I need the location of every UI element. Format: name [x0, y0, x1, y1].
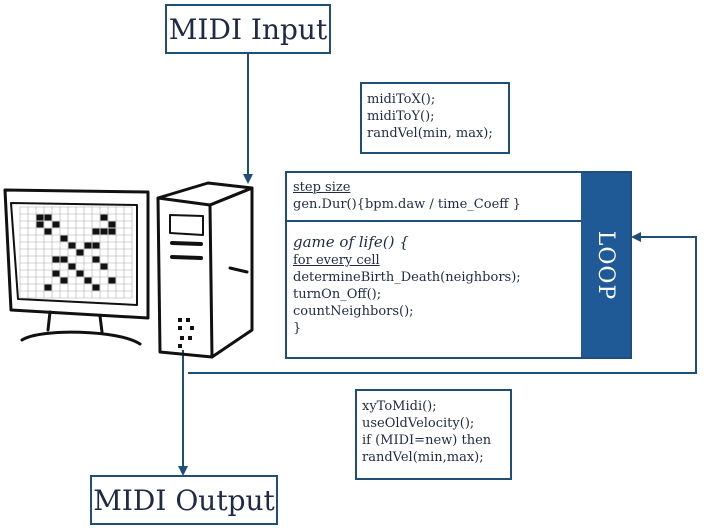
- grid-cell: [60, 277, 68, 284]
- output-func-line: if (MIDI=new) then: [362, 433, 492, 448]
- grid-cell: [76, 270, 84, 277]
- monitor-icon: [3, 188, 150, 346]
- loop-panel: step size gen.Dur(){bpm.daw / time_Coeff…: [285, 171, 632, 359]
- output-functions-box: xyToMidi(); useOldVelocity(); if (MIDI=n…: [355, 389, 512, 480]
- grid-cell: [36, 214, 44, 221]
- grid-cell: [44, 284, 52, 291]
- grid-cell: [100, 214, 108, 221]
- grid-cell: [108, 277, 116, 284]
- midi-output-label: MIDI Output: [93, 483, 275, 517]
- grid-cell: [92, 284, 100, 291]
- step-size-formula: gen.Dur(){bpm.daw / time_Coeff }: [293, 197, 521, 212]
- grid-cell: [68, 263, 76, 270]
- grid-cell: [84, 242, 92, 249]
- grid-cell: [44, 228, 52, 235]
- gol-header: game of life() {: [293, 233, 409, 251]
- grid-cell: [108, 221, 116, 228]
- gol-line: countNeighbors();: [293, 304, 414, 319]
- output-func-line: randVel(min,max);: [362, 450, 484, 465]
- grid-cell: [36, 221, 44, 228]
- loop-label: LOOP: [593, 230, 619, 300]
- step-size-section: step size gen.Dur(){bpm.daw / time_Coeff…: [287, 173, 581, 222]
- loop-back-path: [188, 232, 697, 374]
- grid-cell: [108, 228, 116, 235]
- game-of-life-section: game of life() { for every cell determin…: [287, 222, 581, 357]
- grid-cell: [60, 256, 68, 263]
- grid-cell: [92, 242, 100, 249]
- grid-cell: [60, 235, 68, 242]
- loop-band: LOOP: [581, 173, 630, 357]
- input-func-line: midiToY();: [367, 109, 435, 124]
- gol-line: determineBirth_Death(neighbors);: [293, 270, 521, 285]
- input-func-line: randVel(min, max);: [367, 126, 493, 141]
- input-functions-box: midiToX(); midiToY(); randVel(min, max);: [360, 82, 510, 154]
- gol-for-every: for every cell: [293, 253, 380, 268]
- output-func-line: useOldVelocity();: [362, 416, 475, 431]
- output-func-line: xyToMidi();: [362, 399, 437, 414]
- midi-output-box: MIDI Output: [90, 475, 278, 525]
- grid-cell: [52, 221, 60, 228]
- grid-cell: [100, 263, 108, 270]
- grid-cell: [52, 270, 60, 277]
- grid-cell: [100, 228, 108, 235]
- grid-cell: [76, 249, 84, 256]
- grid-cell: [52, 256, 60, 263]
- computer-tower-icon: [156, 181, 254, 359]
- grid-cell: [92, 228, 100, 235]
- gol-close: }: [293, 321, 302, 336]
- grid-cell: [44, 214, 52, 221]
- midi-input-label: MIDI Input: [168, 12, 328, 46]
- input-func-line: midiToX();: [367, 92, 436, 107]
- grid-cell: [68, 242, 76, 249]
- midi-input-box: MIDI Input: [165, 4, 331, 54]
- grid-cell: [92, 256, 100, 263]
- grid-cell: [84, 277, 92, 284]
- gol-line: turnOn_Off();: [293, 287, 382, 302]
- step-size-title: step size: [293, 180, 351, 195]
